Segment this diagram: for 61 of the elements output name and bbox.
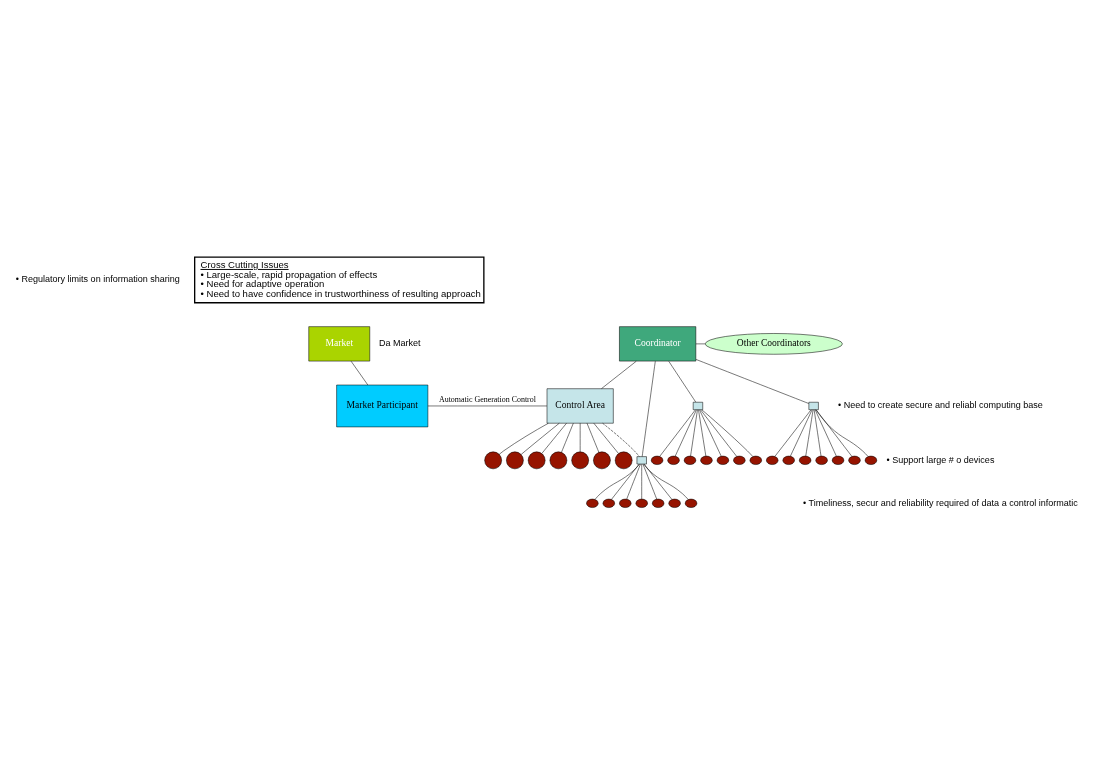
connector: [774, 409, 812, 457]
connector: [586, 422, 600, 453]
node-box: [808, 401, 819, 410]
node-circle: [848, 455, 861, 465]
node-circle: [635, 498, 648, 508]
node-circle: [749, 455, 762, 465]
connector: [642, 463, 657, 499]
node-circle: [614, 451, 633, 469]
node-box: Cross Cutting Issues • Large-scale, rapid propagation of effects • Need for adaptive operation • Need to have confidence in trustworthiness of resulting approach: [194, 255, 485, 303]
connector: [594, 463, 640, 500]
connector: [641, 463, 642, 499]
node-circle: [782, 455, 795, 465]
connector: [699, 409, 722, 456]
node-circle: [652, 498, 665, 508]
connector: [814, 409, 837, 456]
node-circle: [716, 455, 729, 465]
node-circle: [506, 451, 524, 469]
connector: [611, 463, 640, 500]
node-circle: [831, 455, 845, 465]
node-box: Control Area: [546, 387, 614, 423]
connector: [626, 463, 641, 499]
connector: [561, 422, 574, 453]
connector: [644, 463, 673, 500]
node-ellipse: Other Coordinators: [704, 332, 843, 355]
node-circle: [683, 455, 697, 465]
node-circle: [602, 498, 615, 508]
node-box: [692, 401, 703, 410]
node-box: Market Participant: [336, 384, 429, 427]
node-circle: [700, 455, 713, 465]
connector: [541, 422, 567, 454]
node-box: Market: [308, 325, 371, 361]
label: • Support large # o devices: [886, 454, 995, 465]
connector: [815, 409, 853, 457]
node-circle: [799, 455, 812, 465]
node-circle: [864, 455, 878, 465]
node-circle: [815, 455, 828, 465]
node-circle: [527, 451, 546, 469]
label: Da Market: [378, 337, 421, 348]
node-circle: [484, 451, 502, 469]
node-circle: [571, 451, 589, 469]
node-circle: [667, 455, 680, 465]
node-circle: [684, 498, 698, 508]
connector: [813, 409, 822, 456]
node-circle: [651, 455, 664, 465]
label: • Need to create secure and reliabl computing base: [838, 399, 1043, 410]
node-box: Coordinator: [619, 325, 697, 361]
node-circle: [549, 451, 568, 469]
node-circle: [593, 451, 611, 469]
node-circle: [619, 498, 632, 508]
connector: [659, 409, 696, 457]
connector: [643, 463, 689, 500]
edge-label: Automatic Generation Control: [438, 394, 536, 404]
node-box: [636, 455, 647, 464]
label: • Timeliness, secur and reliability required of data a control informatic: [803, 497, 1078, 507]
connector: [499, 422, 549, 455]
node-circle: [766, 455, 779, 465]
label: • Regulatory limits on information sharing: [15, 273, 180, 284]
node-circle: [668, 498, 681, 508]
node-circle: [586, 498, 599, 508]
node-circle: [733, 455, 746, 465]
connector: [815, 409, 869, 457]
